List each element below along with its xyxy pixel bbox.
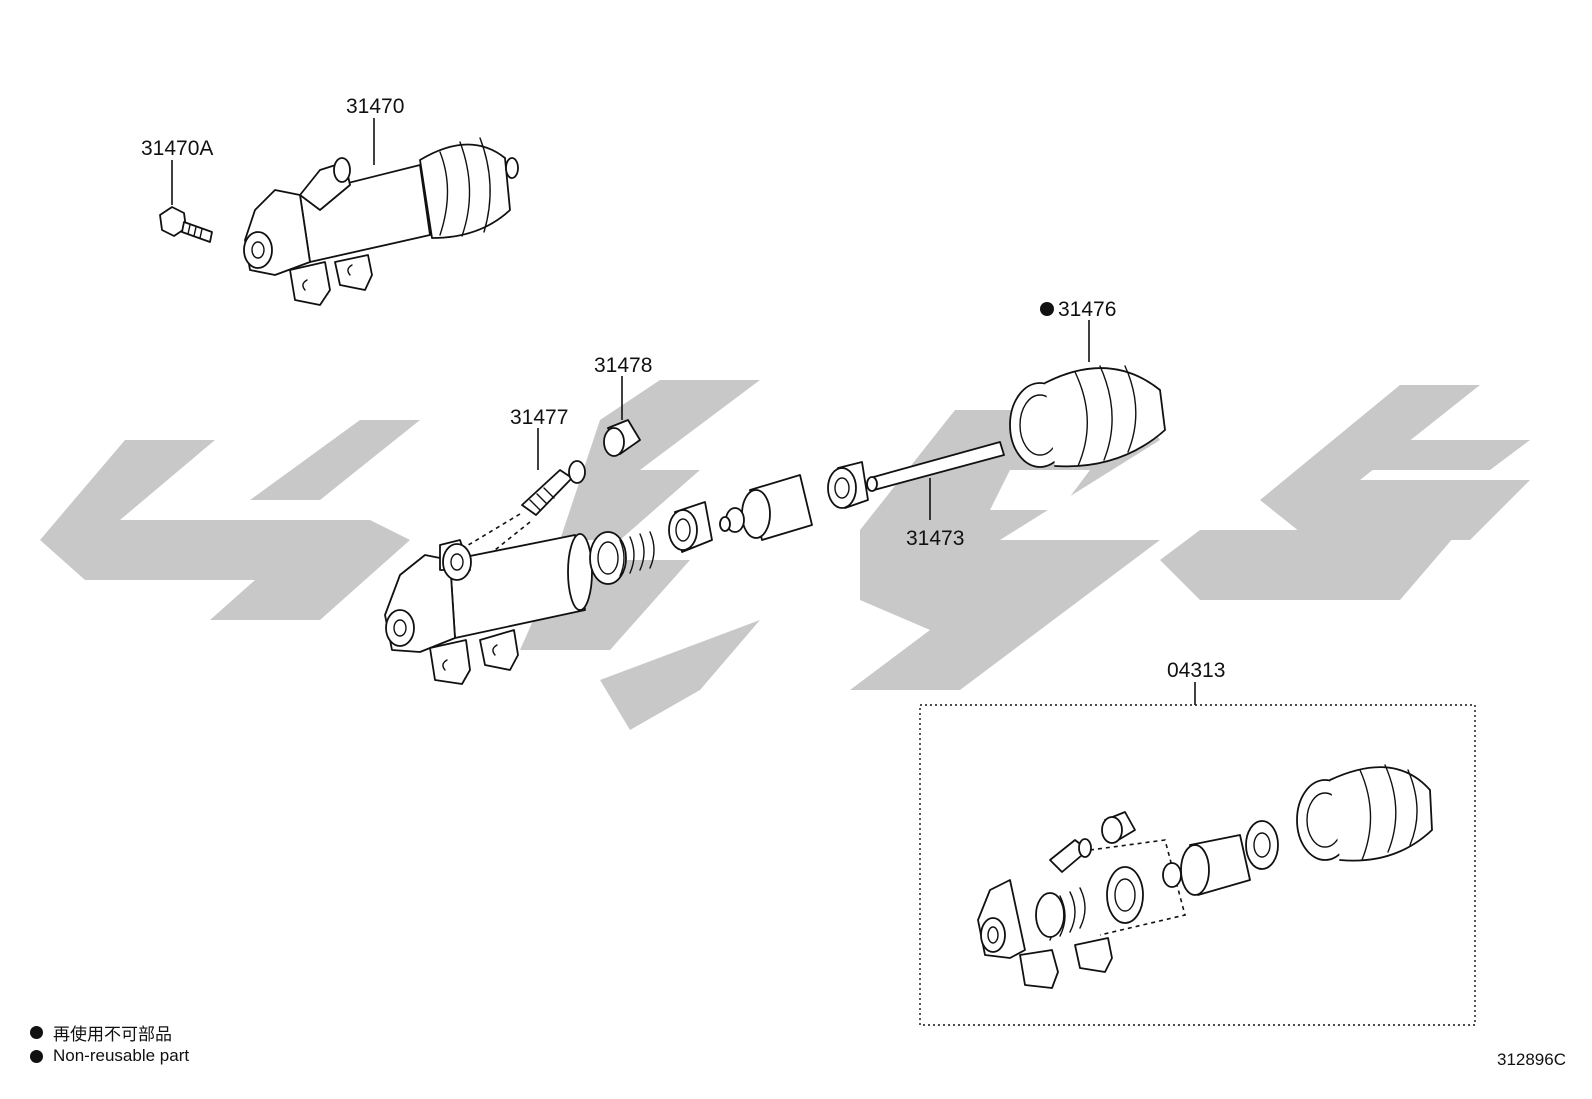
bleeder-cap-part bbox=[603, 419, 641, 457]
legend-non-reusable-cjk: 再使用不可部品 bbox=[30, 1020, 172, 1045]
cylinder-assy-part bbox=[243, 137, 519, 306]
boot-part bbox=[1009, 365, 1166, 468]
bolt-part bbox=[159, 206, 213, 243]
cylinder-body-part bbox=[384, 533, 593, 685]
watermark-logo bbox=[40, 380, 1530, 730]
spring-part bbox=[589, 531, 655, 585]
bullet-icon bbox=[30, 1026, 43, 1039]
label-repair-kit: 04313 bbox=[1167, 659, 1225, 682]
label-bleeder-plug: 31477 bbox=[510, 406, 568, 429]
label-boot: 31476 bbox=[1058, 298, 1116, 321]
non-reusable-marker bbox=[1040, 302, 1054, 316]
legend-text-cjk: 再使用不可部品 bbox=[53, 1025, 172, 1045]
repair-kit-box bbox=[919, 704, 1476, 1026]
bullet-icon bbox=[30, 1049, 43, 1063]
repair-kit-contents bbox=[977, 764, 1433, 989]
piston-seal-part bbox=[827, 461, 869, 509]
label-push-rod: 31473 bbox=[906, 527, 964, 550]
piston-part bbox=[719, 474, 813, 541]
leader-lines bbox=[171, 118, 1196, 705]
legend-text-en: Non-reusable part bbox=[53, 1046, 190, 1065]
legend-non-reusable-en: Non-reusable part bbox=[30, 1046, 189, 1066]
piston-cup-part bbox=[668, 501, 713, 553]
push-rod-part bbox=[866, 441, 1005, 492]
label-bolt: 31470A bbox=[141, 137, 213, 160]
label-cylinder-assy: 31470 bbox=[346, 95, 404, 118]
label-bleeder-cap: 31478 bbox=[594, 354, 652, 377]
diagram-code: 312896C bbox=[1496, 1050, 1566, 1069]
